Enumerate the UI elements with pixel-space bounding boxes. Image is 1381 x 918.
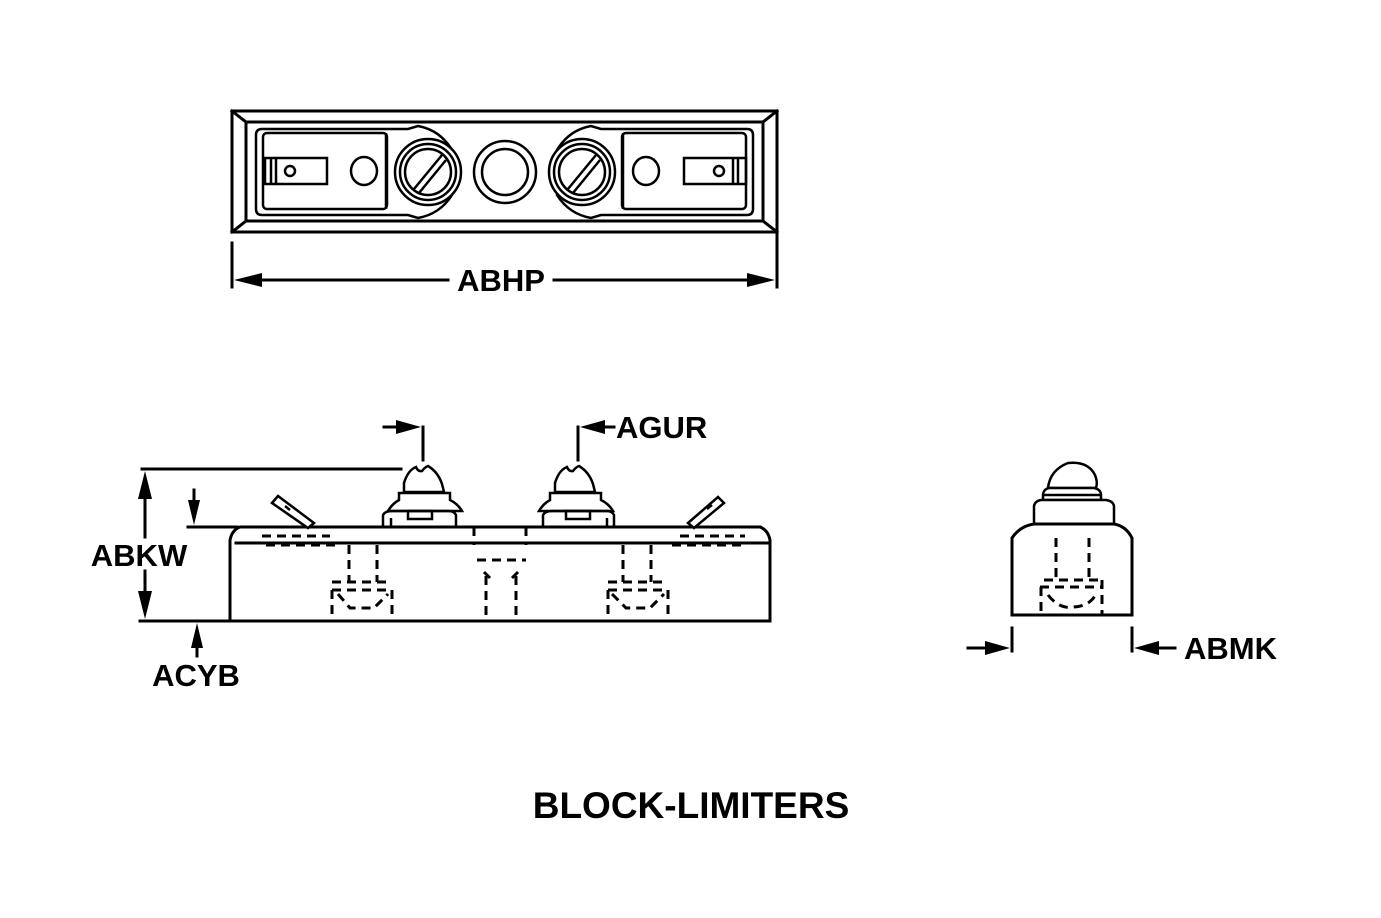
right-contact-plate [555,124,755,220]
right-lever [686,495,726,530]
arrow-right-icon [747,273,775,287]
arrow-right-icon [396,420,421,434]
arrow-right-icon [985,641,1010,655]
side-view: ABKW ACYB AGUR [91,410,772,693]
right-terminal-tab [682,156,748,186]
left-lever [270,494,317,530]
abmk-dimension [966,626,1177,655]
arrow-left-icon [580,420,605,434]
arrow-down-icon [138,591,152,619]
acyb-label: ACYB [152,658,240,693]
acyb-dimension [191,623,203,658]
right-mounting-hole [631,155,661,187]
abkw-dimension [138,467,403,619]
center-hole [472,139,538,205]
top-reference-dimension [186,488,239,529]
top-view [229,108,780,289]
left-terminal-tab [263,156,329,186]
abkw-label: ABKW [91,538,188,573]
left-slotted-screw [393,137,463,207]
left-terminal-hole [283,164,297,178]
end-view-dome [1046,461,1099,490]
abhp-label: ABHP [457,263,545,298]
right-slotted-screw [547,137,617,207]
top-view-inner-frame [244,120,765,223]
right-screw-head [536,464,616,527]
left-screw-head [381,464,465,527]
end-view: ABMK [966,461,1278,666]
left-mounting-hole [349,155,379,187]
arrow-up-icon [138,471,152,499]
arrow-left-icon [234,273,262,287]
arrow-down-icon [188,500,200,525]
abhp-dimension [230,233,779,289]
agur-label: AGUR [616,410,707,445]
drawing-title: BLOCK-LIMITERS [533,785,850,826]
agur-dimension [576,420,616,462]
left-screw-offset-dimension [382,420,425,462]
right-terminal-hole [712,164,726,178]
arrow-up-icon [191,623,203,648]
abmk-label: ABMK [1184,631,1278,666]
end-view-body [1010,522,1134,617]
left-contact-plate [254,124,454,220]
hidden-features [262,527,745,621]
side-view-body [228,525,772,623]
arrow-left-icon [1134,641,1159,655]
top-view-outer-frame [230,109,779,234]
